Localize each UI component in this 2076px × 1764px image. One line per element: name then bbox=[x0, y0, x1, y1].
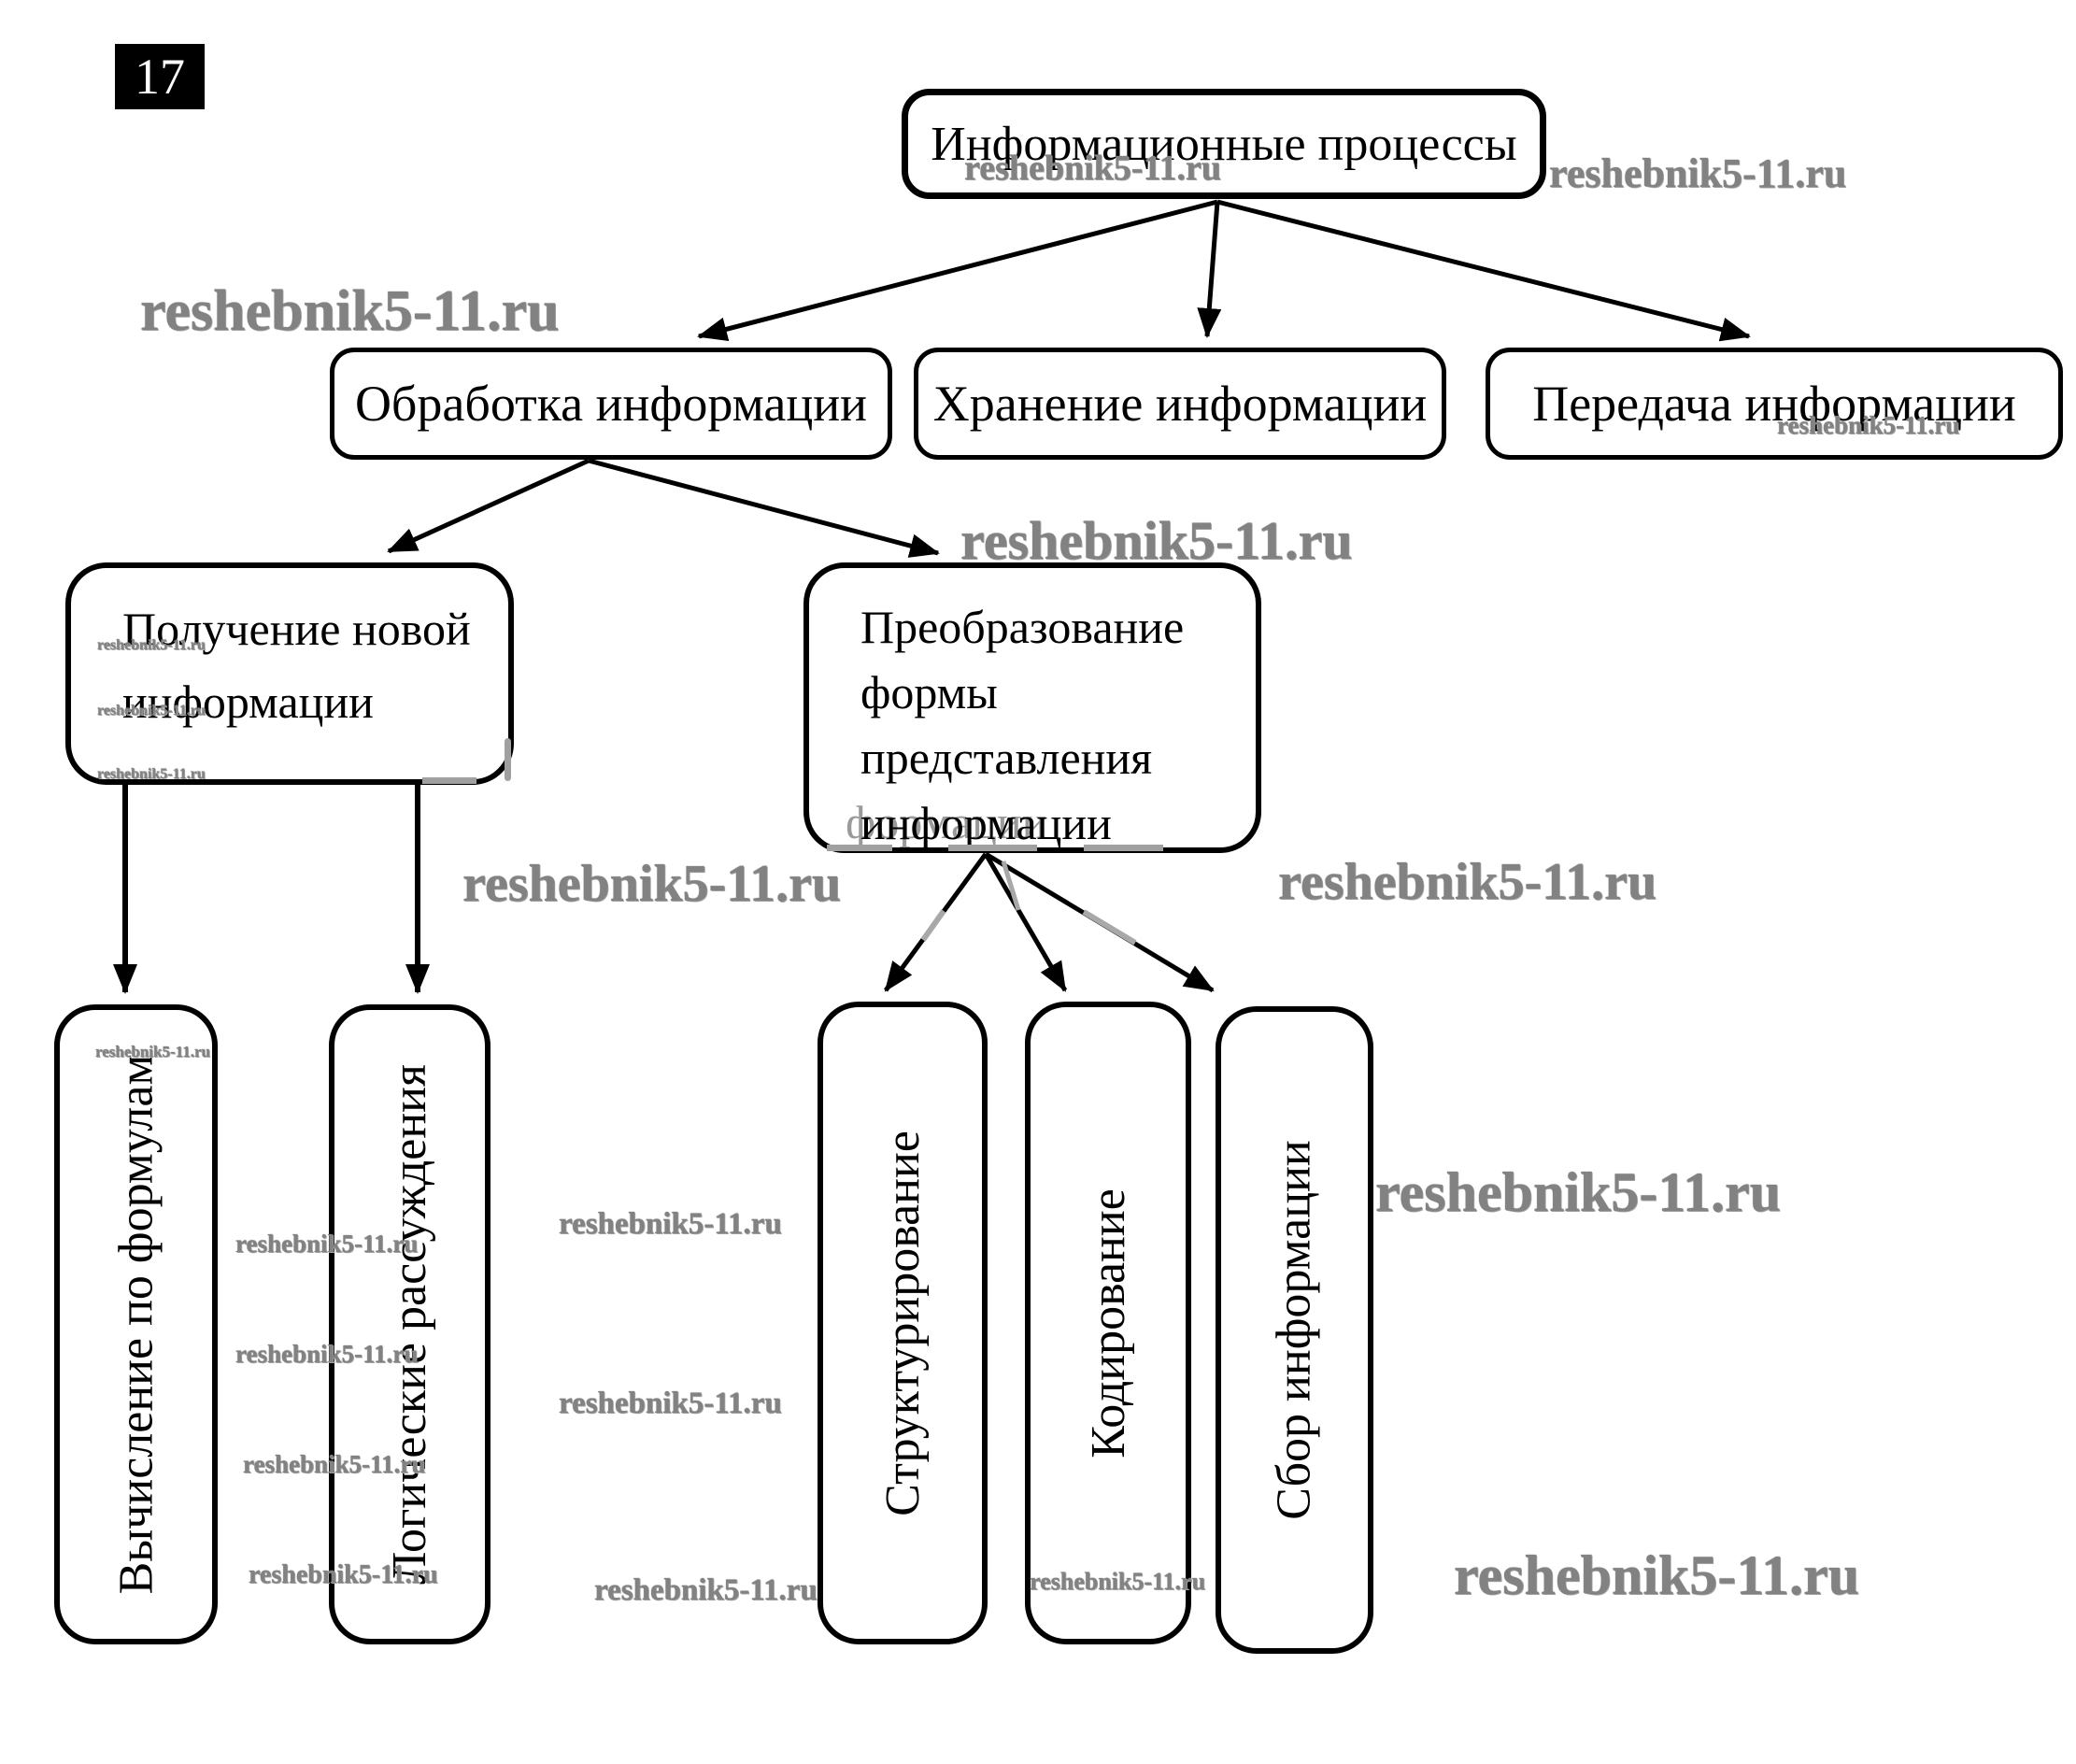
connector-arrow bbox=[697, 199, 1218, 342]
node-logical-reasoning: Логические рассуждения bbox=[329, 1004, 491, 1644]
connector-arrow bbox=[1216, 199, 1751, 342]
node-label: Обработка информации bbox=[354, 376, 868, 432]
watermark-text: reshebnik5-11.ru bbox=[594, 1573, 818, 1607]
node-processing: Обработка информации bbox=[330, 348, 892, 460]
node-information-processes: Информационные процессы bbox=[902, 89, 1546, 199]
node-information-collection: Сбор информации bbox=[1216, 1006, 1373, 1654]
connector-arrow bbox=[387, 458, 590, 554]
node-label: Информационные процессы bbox=[931, 117, 1517, 171]
node-coding: Кодирование bbox=[1025, 1002, 1191, 1644]
node-label: Хранение информации bbox=[932, 376, 1428, 432]
node-label: Передача информации bbox=[1532, 376, 2016, 432]
connector-arrow bbox=[883, 852, 988, 992]
node-label-line: информации bbox=[122, 676, 374, 728]
connector-arrow bbox=[588, 458, 940, 558]
node-label-line: представления bbox=[860, 732, 1153, 784]
node-label: Структурирование bbox=[875, 1130, 930, 1516]
node-label: Кодирование bbox=[1081, 1188, 1135, 1458]
page-number-badge: 17 bbox=[115, 44, 205, 109]
node-structuring: Структурирование bbox=[818, 1002, 988, 1644]
node-form-transformation: Преобразование формы представления инфор… bbox=[803, 562, 1261, 853]
page-number: 17 bbox=[135, 49, 185, 105]
connector-arrow bbox=[983, 852, 1068, 992]
node-calculation-by-formulas: Вычисление по формулам bbox=[54, 1004, 218, 1644]
node-label-line: формы bbox=[860, 666, 998, 718]
node-label: Вычисление по формулам bbox=[109, 1054, 163, 1595]
node-label: Сбор информации bbox=[1268, 1140, 1322, 1520]
node-label-line: информации bbox=[860, 797, 1112, 849]
watermark-text: reshebnik5-11.ru bbox=[1375, 1161, 1781, 1223]
node-label-line: Преобразование bbox=[860, 601, 1185, 653]
watermark-text: reshebnik5-11.ru bbox=[559, 1387, 782, 1420]
connector-arrow bbox=[1197, 201, 1222, 338]
watermark-text: reshebnik5-11.ru bbox=[1549, 150, 1847, 196]
node-label: Логические рассуждения bbox=[383, 1064, 437, 1585]
node-transfer: Передача информации bbox=[1486, 348, 2063, 460]
watermark-text: reshebnik5-11.ru bbox=[1454, 1544, 1859, 1606]
connector-arrow bbox=[984, 851, 1215, 993]
watermark-text: reshebnik5-11.ru bbox=[140, 279, 560, 343]
node-label-line: Получение новой bbox=[122, 603, 471, 655]
watermark-text: reshebnik5-11.ru bbox=[462, 855, 842, 913]
node-storage: Хранение информации bbox=[914, 348, 1446, 460]
arrow-gray-segment bbox=[1082, 909, 1137, 946]
arrow-gray-segment bbox=[1001, 861, 1021, 911]
arrow-gray-segment bbox=[920, 909, 946, 942]
watermark-text: reshebnik5-11.ru bbox=[1278, 853, 1657, 911]
node-new-information: Получение новой информации bbox=[65, 562, 514, 785]
watermark-text: reshebnik5-11.ru bbox=[559, 1207, 782, 1241]
